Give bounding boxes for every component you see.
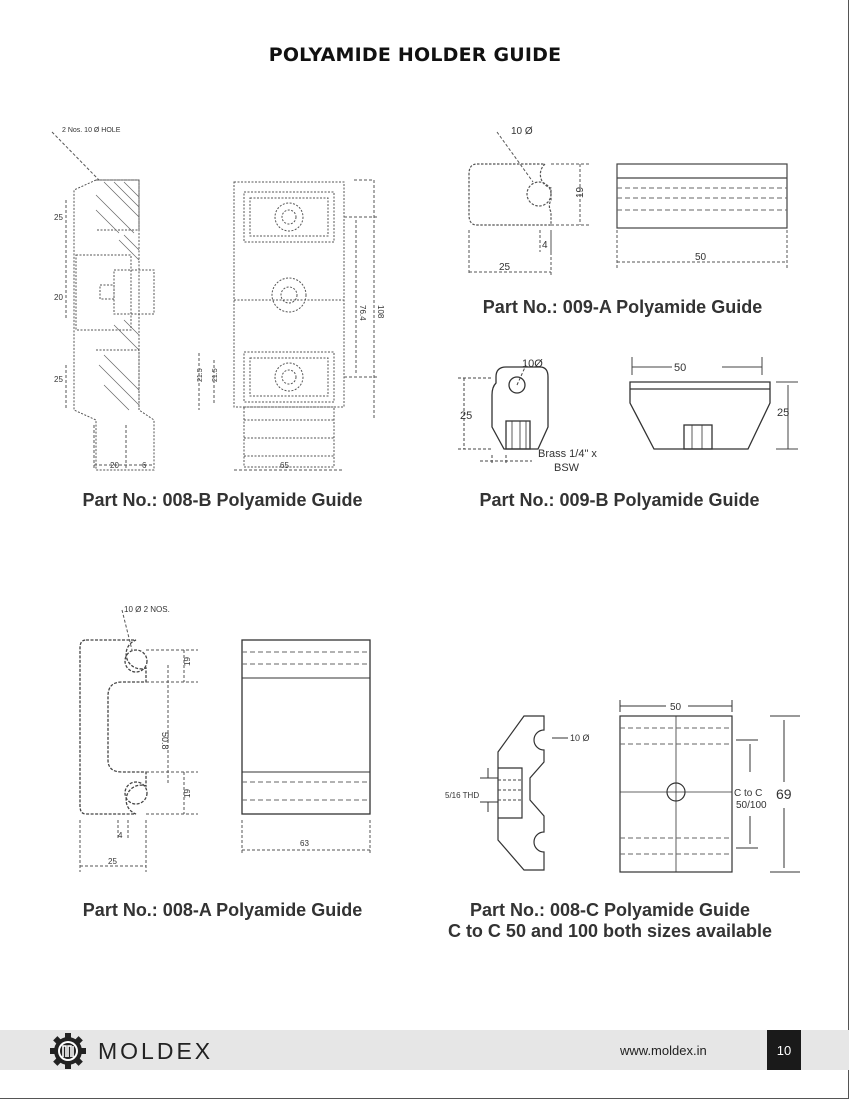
dim-008a-len: 63 bbox=[300, 839, 309, 848]
caption-008b: Part No.: 008-B Polyamide Guide bbox=[82, 490, 363, 510]
dim-009a-hole: 10 Ø bbox=[511, 126, 533, 137]
thread-008c: 5/16 THD bbox=[445, 791, 479, 800]
dim-008b-mid: 20 bbox=[54, 293, 63, 302]
caption-009b: Part No.: 009-B Polyamide Guide bbox=[479, 490, 760, 510]
c2c-008c-line2: 50/100 bbox=[736, 800, 767, 811]
dim-008b-base: 20 bbox=[110, 461, 119, 470]
drawing-008c: 5/16 THD 10 Ø 50 C to C 50/100 69 bbox=[445, 700, 800, 873]
drawing-009b: 25 10Ø Brass 1/4" x BSW 50 25 bbox=[458, 357, 798, 474]
dim-008b-top: 25 bbox=[54, 213, 63, 222]
dim-008a-top: 19 bbox=[183, 657, 192, 666]
drawing-008a: 10 Ø 2 NOS. 19 50.8 19 4 25 63 bbox=[79, 605, 371, 872]
page-title: POLYAMIDE HOLDER GUIDE bbox=[268, 44, 562, 66]
dim-008c-len: 50 bbox=[670, 702, 682, 713]
moldex-logo-icon bbox=[50, 1033, 86, 1069]
hole-note-008a: 10 Ø 2 NOS. bbox=[124, 605, 170, 614]
dim-009b-len: 50 bbox=[674, 362, 686, 374]
drawing-009a: 10 Ø 19 4 25 50 bbox=[468, 126, 788, 275]
c2c-008c-line1: C to C bbox=[734, 788, 762, 799]
dim-009a-w: 25 bbox=[499, 262, 511, 273]
dim-009a-len: 50 bbox=[695, 252, 707, 263]
website-link[interactable]: www.moldex.in bbox=[620, 1043, 707, 1058]
caption-009a: Part No.: 009-A Polyamide Guide bbox=[482, 297, 763, 317]
dim-009b-h-right: 25 bbox=[777, 407, 789, 419]
dim-008a-slot: 4 bbox=[118, 831, 123, 840]
caption-008c-line2: C to C 50 and 100 both sizes available bbox=[447, 921, 773, 941]
brand-name: MOLDEX bbox=[98, 1038, 214, 1064]
caption-008c-line1: Part No.: 008-C Polyamide Guide bbox=[469, 900, 751, 920]
dim-008b-c2c: 76.4 bbox=[358, 305, 367, 321]
thread-009b-line2: BSW bbox=[554, 462, 580, 474]
dim-008c-hole: 10 Ø bbox=[570, 733, 590, 743]
dim-008c-total: 69 bbox=[776, 786, 792, 802]
dim-008b-small: 6 bbox=[142, 461, 147, 470]
dim-009a-h: 19 bbox=[575, 186, 586, 198]
dim-008a-bot: 19 bbox=[183, 789, 192, 798]
hole-note-008b: 2 Nos. 10 Ø HOLE bbox=[62, 127, 121, 134]
dim-008b-total: 108 bbox=[376, 305, 385, 319]
dim-008b-w: 65 bbox=[280, 461, 289, 470]
drawing-008b: 2 Nos. 10 Ø HOLE 25 20 25 20 6 76.4 108 … bbox=[51, 127, 385, 471]
page-number: 10 bbox=[767, 1030, 801, 1070]
thread-009b-line1: Brass 1/4" x bbox=[538, 448, 597, 460]
caption-008a: Part No.: 008-A Polyamide Guide bbox=[82, 900, 363, 920]
footer-bar bbox=[0, 1030, 849, 1070]
dim-009b-hole: 10Ø bbox=[522, 358, 543, 370]
dim-008a-c2c: 50.8 bbox=[160, 732, 170, 750]
dim-008a-w: 25 bbox=[108, 857, 117, 866]
dim-008b-left-a: 21.5 bbox=[197, 368, 204, 382]
dim-009b-h-left: 25 bbox=[460, 410, 472, 422]
dim-008b-bot: 25 bbox=[54, 375, 63, 384]
dim-008b-left-b: 21.5 bbox=[212, 368, 219, 382]
dim-009a-slot: 4 bbox=[542, 240, 548, 251]
